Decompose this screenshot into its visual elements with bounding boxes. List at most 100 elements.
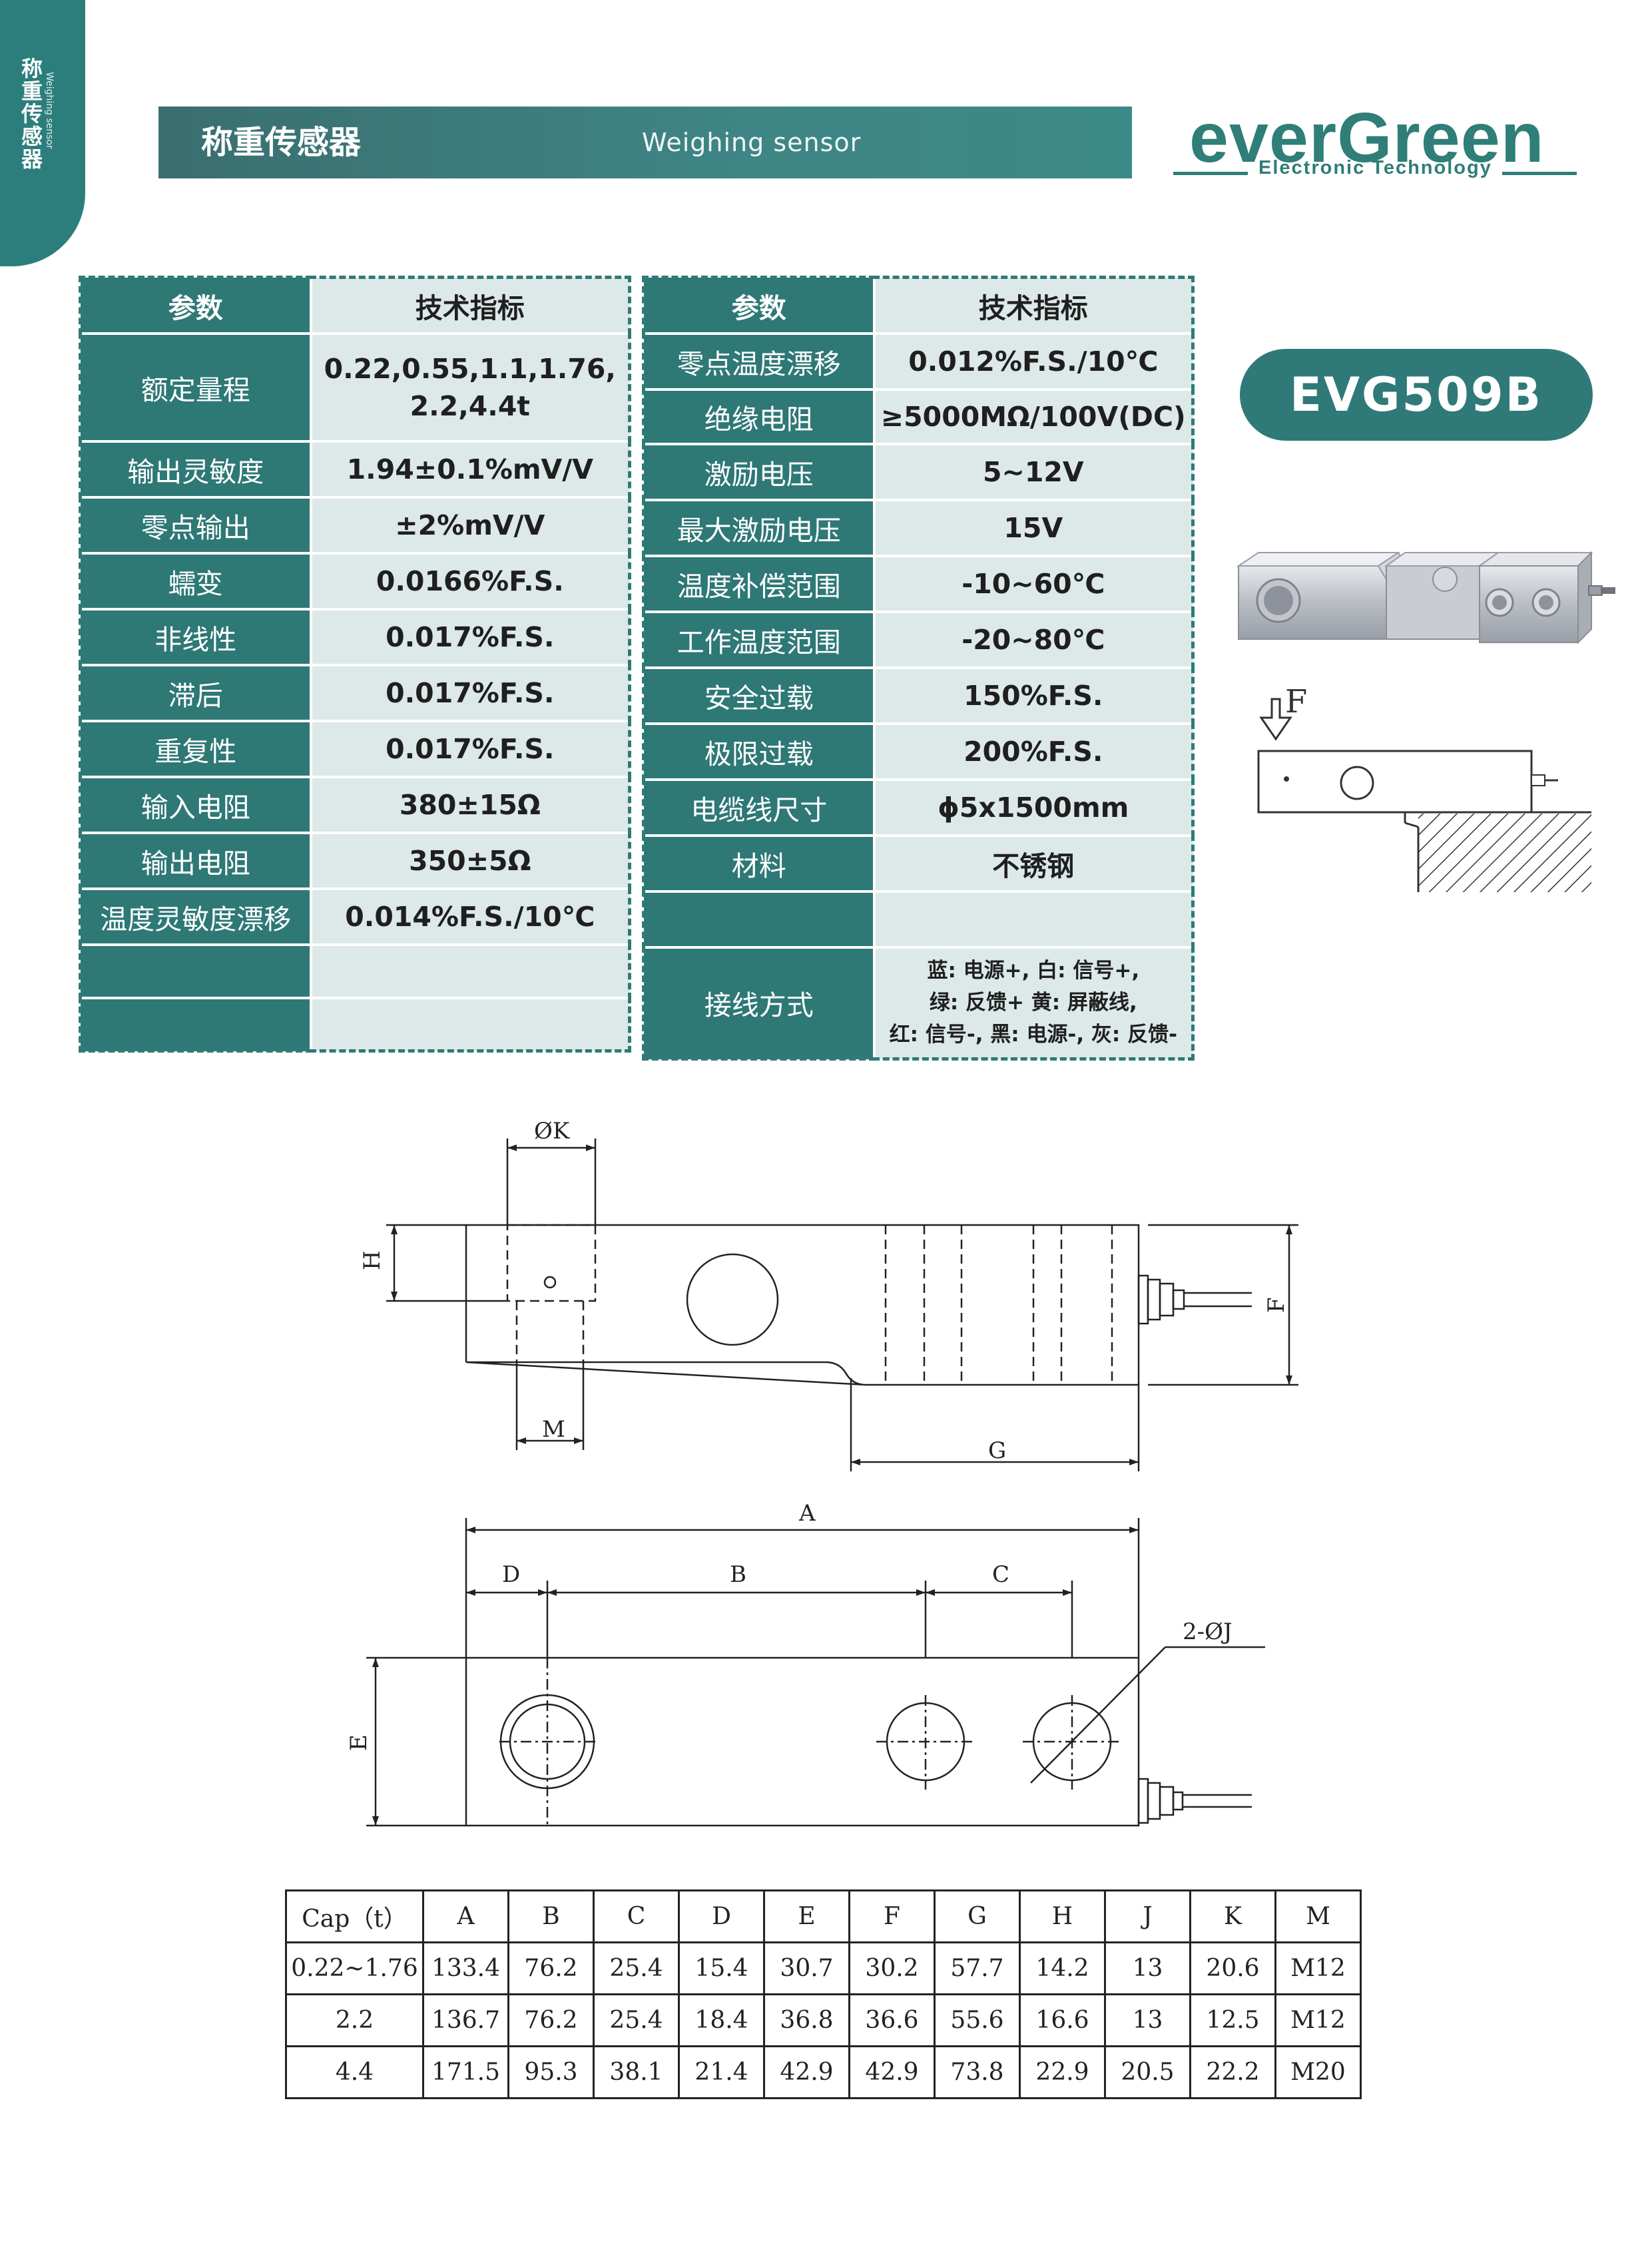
dim-header-cell: J bbox=[1104, 1889, 1191, 1943]
dim-cell: 76.2 bbox=[507, 1993, 595, 2047]
dim-cell: 76.2 bbox=[507, 1941, 595, 1995]
dimension-table: Cap（t） A B C D E F G H J K M 0.22~1.76 1… bbox=[285, 1889, 1362, 2099]
spec-param: 非线性 bbox=[79, 607, 312, 666]
dim-cell: 13 bbox=[1104, 1993, 1191, 2047]
spec-param: 蠕变 bbox=[79, 551, 312, 611]
logo-rule-right bbox=[1502, 172, 1577, 175]
dim-cell: 73.8 bbox=[934, 2045, 1021, 2099]
spec-value: ±2%mV/V bbox=[309, 495, 631, 555]
spec-value: 5~12V bbox=[872, 442, 1195, 501]
spec-value: 0.012%F.S./10℃ bbox=[872, 332, 1195, 391]
dim-cell: 171.5 bbox=[422, 2045, 509, 2099]
dim-cell: 136.7 bbox=[422, 1993, 509, 2047]
dim-label-F: F bbox=[1263, 1297, 1290, 1313]
spec-value-wiring: 蓝: 电源+, 白: 信号+, 绿: 反馈+ 黄: 屏蔽线, 红: 信号-, 黑… bbox=[872, 945, 1195, 1061]
dim-header-cell: E bbox=[763, 1889, 850, 1943]
dim-cell: 95.3 bbox=[507, 2045, 595, 2099]
spec-value: -10~60℃ bbox=[872, 554, 1195, 613]
spec-param: 极限过载 bbox=[642, 722, 876, 781]
spec-param: 工作温度范围 bbox=[642, 610, 876, 669]
spec-param: 安全过载 bbox=[642, 666, 876, 725]
dim-header-cell: Cap（t） bbox=[285, 1889, 424, 1943]
dim-cell: 25.4 bbox=[593, 1941, 680, 1995]
dim-cell: 15.4 bbox=[678, 1941, 765, 1995]
side-view-drawing: ØK H M F G bbox=[360, 1118, 1298, 1471]
dim-header-cell: H bbox=[1019, 1889, 1106, 1943]
brand-logo: everGreen bbox=[1189, 99, 1545, 177]
mounting-diagram: F bbox=[1257, 686, 1591, 892]
dim-cell: M20 bbox=[1274, 2045, 1362, 2099]
spec-value: ≥5000MΩ/100V(DC) bbox=[872, 387, 1195, 445]
dim-header-cell: F bbox=[848, 1889, 936, 1943]
spec-table-left: 参数 技术指标 额定量程 0.22,0.55,1.1,1.76, 2.2,4.4… bbox=[79, 276, 631, 1053]
spec-empty-param bbox=[79, 996, 312, 1053]
dim-header-cell: M bbox=[1274, 1889, 1362, 1943]
spec-value: 0.017%F.S. bbox=[309, 663, 631, 722]
product-photo bbox=[1236, 551, 1615, 644]
dim-cell: 18.4 bbox=[678, 1993, 765, 2047]
logo-rule-left bbox=[1173, 172, 1248, 175]
dim-cell: 36.6 bbox=[848, 1993, 936, 2047]
dim-cell: 4.4 bbox=[285, 2045, 424, 2099]
dim-cell: 25.4 bbox=[593, 1993, 680, 2047]
spec-param: 绝缘电阻 bbox=[642, 387, 876, 445]
spec-value: 150%F.S. bbox=[872, 666, 1195, 725]
dim-cell: M12 bbox=[1274, 1941, 1362, 1995]
dim-cell: 55.6 bbox=[934, 1993, 1021, 2047]
table-row: 2.2 136.7 76.2 25.4 18.4 36.8 36.6 55.6 … bbox=[285, 1993, 1362, 2047]
spec-param: 激励电压 bbox=[642, 442, 876, 501]
force-label: F bbox=[1285, 686, 1307, 720]
spec-value: 0.017%F.S. bbox=[309, 719, 631, 778]
side-tab-title: 称重传感器 bbox=[18, 57, 43, 170]
dim-header-cell: G bbox=[934, 1889, 1021, 1943]
side-tab-subtitle: Weighing sensor bbox=[44, 72, 55, 149]
header-title-cn: 称重传感器 bbox=[201, 124, 362, 161]
spec-param: 温度灵敏度漂移 bbox=[79, 887, 312, 946]
spec-value: -20~80℃ bbox=[872, 610, 1195, 669]
dim-cell: 12.5 bbox=[1189, 1993, 1276, 2047]
dim-label-B: B bbox=[730, 1561, 746, 1588]
dim-label-K: ØK bbox=[534, 1118, 570, 1144]
header-title-en: Weighing sensor bbox=[642, 128, 862, 157]
brand-tagline: Electronic Technology bbox=[1258, 157, 1492, 178]
spec-empty-param bbox=[642, 889, 876, 949]
spec-param: 滞后 bbox=[79, 663, 312, 722]
spec-value: 200%F.S. bbox=[872, 722, 1195, 781]
dim-cell: 14.2 bbox=[1019, 1941, 1106, 1995]
dim-cell: 21.4 bbox=[678, 2045, 765, 2099]
side-tab bbox=[0, 0, 85, 266]
spec-empty-value bbox=[872, 889, 1195, 949]
spec-empty-value bbox=[309, 943, 631, 999]
spec-value: 不锈钢 bbox=[872, 834, 1195, 893]
dim-label-A: A bbox=[798, 1500, 816, 1527]
dim-cell: 133.4 bbox=[422, 1941, 509, 1995]
spec-param: 最大激励电压 bbox=[642, 498, 876, 557]
spec-value: 0.017%F.S. bbox=[309, 607, 631, 666]
spec-value: 350±5Ω bbox=[309, 831, 631, 890]
dim-header-cell: A bbox=[422, 1889, 509, 1943]
table-row: 4.4 171.5 95.3 38.1 21.4 42.9 42.9 73.8 … bbox=[285, 2045, 1362, 2099]
dim-cell: 42.9 bbox=[848, 2045, 936, 2099]
dim-label-D: D bbox=[502, 1561, 520, 1588]
spec-param-wiring: 接线方式 bbox=[642, 945, 876, 1061]
spec-value: 0.22,0.55,1.1,1.76, 2.2,4.4t bbox=[309, 332, 631, 443]
spec-param: 输入电阻 bbox=[79, 775, 312, 834]
table-row: 0.22~1.76 133.4 76.2 25.4 15.4 30.7 30.2… bbox=[285, 1941, 1362, 1995]
dim-cell: 42.9 bbox=[763, 2045, 850, 2099]
spec-param: 零点温度漂移 bbox=[642, 332, 876, 391]
header-band bbox=[158, 107, 1132, 178]
dim-label-C: C bbox=[992, 1561, 1009, 1588]
spec-empty-value bbox=[309, 996, 631, 1053]
dim-cell: 16.6 bbox=[1019, 1993, 1106, 2047]
spec-param: 输出灵敏度 bbox=[79, 439, 312, 499]
dimension-header-row: Cap（t） A B C D E F G H J K M bbox=[285, 1889, 1362, 1943]
spec-value: 0.014%F.S./10℃ bbox=[309, 887, 631, 946]
spec-value: ϕ5x1500mm bbox=[872, 778, 1195, 837]
dim-label-H: H bbox=[360, 1250, 386, 1270]
dim-cell: 22.2 bbox=[1189, 2045, 1276, 2099]
spec-value: 15V bbox=[872, 498, 1195, 557]
dim-cell: 13 bbox=[1104, 1941, 1191, 1995]
dim-header-cell: K bbox=[1189, 1889, 1276, 1943]
dim-cell: 57.7 bbox=[934, 1941, 1021, 1995]
spec-table-right: 参数 技术指标 零点温度漂移 0.012%F.S./10℃ 绝缘电阻 ≥5000… bbox=[642, 276, 1195, 1061]
